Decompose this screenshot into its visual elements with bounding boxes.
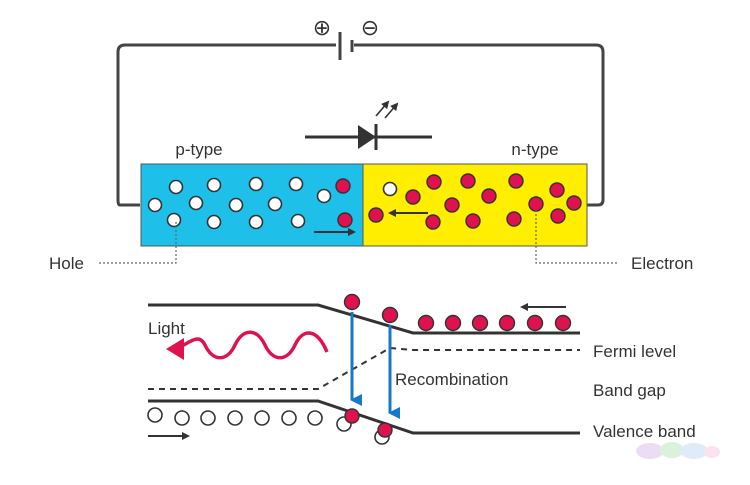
electron-leader-line: [535, 210, 618, 264]
hole: [290, 213, 306, 229]
electron: [381, 306, 399, 324]
battery-minus-symbol: ⊖: [361, 15, 379, 40]
fermi-level-label: Fermi level: [593, 342, 676, 361]
electron-label: Electron: [631, 254, 693, 273]
electron: [344, 408, 360, 424]
electron: [554, 314, 572, 332]
hole: [168, 179, 184, 195]
conduction-electrons: [343, 293, 572, 332]
hole: [248, 214, 264, 230]
electrons-group: [335, 173, 582, 230]
electron: [337, 212, 353, 228]
electron: [481, 188, 497, 204]
hole: [316, 188, 332, 204]
electron: [528, 196, 544, 212]
holes-group: [147, 176, 398, 230]
light-wave-icon: [166, 330, 329, 360]
electron: [506, 211, 522, 227]
light-label: Light: [148, 319, 185, 338]
hole-leader-line: [97, 222, 177, 264]
electron: [465, 213, 481, 229]
recombined-electrons: [344, 408, 393, 438]
hole: [228, 197, 244, 213]
electron: [405, 189, 421, 205]
hole-label: Hole: [49, 254, 84, 273]
n-type-label: n-type: [511, 140, 558, 159]
electron: [368, 207, 384, 223]
battery-plus-symbol: ⊕: [313, 15, 331, 40]
hole: [227, 410, 243, 426]
hole: [188, 195, 204, 211]
hole: [307, 410, 323, 426]
electron: [335, 178, 351, 194]
hole: [382, 181, 398, 197]
valence-band-line: [148, 399, 580, 435]
circuit-wire: [116, 43, 605, 207]
conduction-band-line: [148, 303, 580, 335]
electron: [377, 422, 393, 438]
electron: [549, 182, 565, 198]
hole: [267, 196, 283, 212]
battery-icon: [338, 32, 354, 60]
watermark-logo: [636, 442, 720, 459]
electron: [498, 314, 516, 332]
hole: [288, 176, 304, 192]
hole: [248, 176, 264, 192]
electron: [444, 314, 462, 332]
electron: [460, 173, 476, 189]
electron: [550, 208, 566, 224]
hole: [206, 177, 222, 193]
hole: [281, 410, 297, 426]
electron: [526, 314, 544, 332]
electron: [444, 197, 460, 213]
hole: [200, 410, 216, 426]
p-type-label: p-type: [175, 140, 222, 159]
band-gap-label: Band gap: [593, 381, 666, 400]
hole: [147, 407, 163, 423]
fermi-level-line: [148, 346, 580, 390]
electron: [508, 173, 524, 189]
electron: [425, 214, 441, 230]
hole: [206, 214, 222, 230]
electron: [471, 314, 489, 332]
electron: [426, 174, 442, 190]
recombination-label: Recombination: [395, 370, 508, 389]
hole: [254, 410, 270, 426]
led-symbol-icon: [305, 100, 432, 150]
electron: [566, 195, 582, 211]
electron: [417, 314, 435, 332]
n-region: [362, 163, 588, 247]
hole: [147, 197, 163, 213]
hole: [166, 212, 182, 228]
p-region: [140, 163, 364, 247]
valence-band-label: Valence band: [593, 422, 696, 441]
electron: [343, 293, 361, 311]
hole: [174, 410, 190, 426]
